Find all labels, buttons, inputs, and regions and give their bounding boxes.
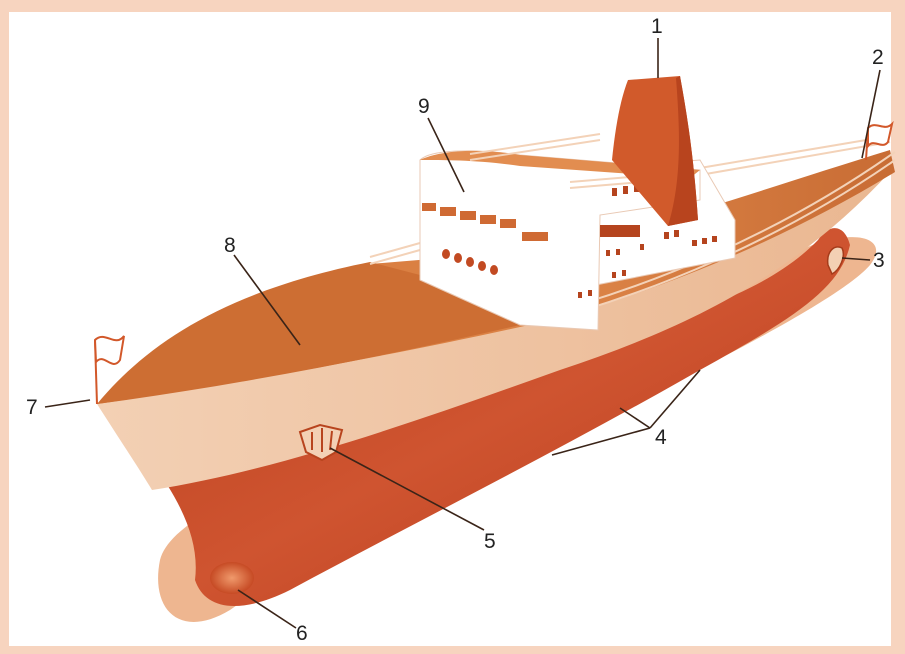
callout-6: 6 [296,622,308,645]
callout-8: 8 [224,234,236,257]
callout-5: 5 [484,530,496,553]
callout-2: 2 [872,46,884,69]
bow-flag [95,336,124,364]
callout-7: 7 [26,396,38,419]
bulbous-bow [210,562,254,594]
callout-4: 4 [655,426,667,449]
callout-3: 3 [873,249,885,272]
callout-9: 9 [418,95,430,118]
stern-flag [868,124,892,146]
callout-1: 1 [651,15,663,38]
leader-line-7 [45,400,90,407]
leader-line-4b [620,408,650,428]
